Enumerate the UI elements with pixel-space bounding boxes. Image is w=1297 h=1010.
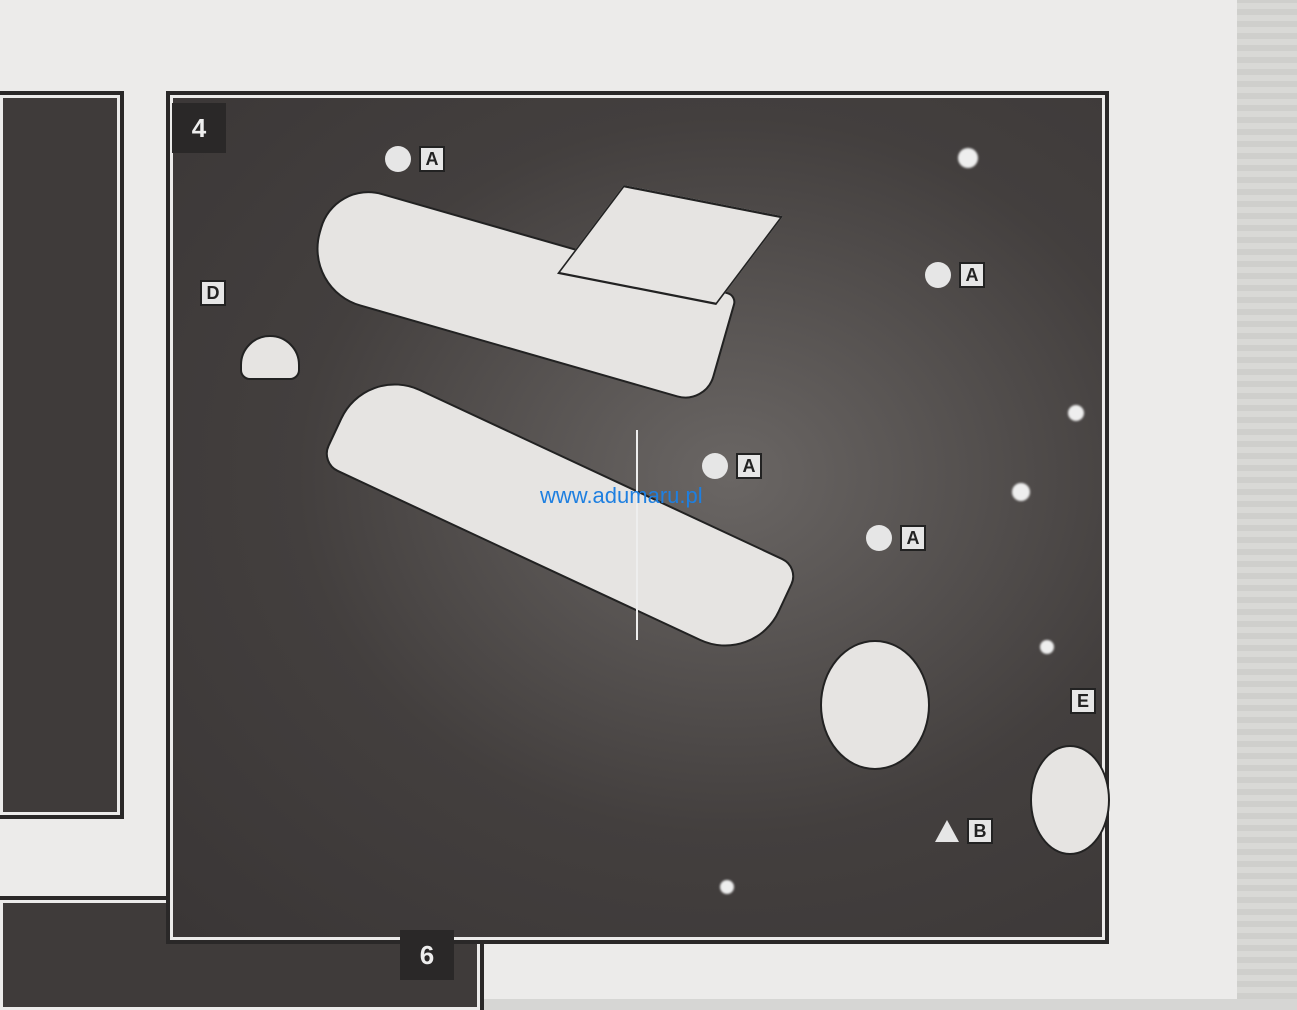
star xyxy=(958,148,978,168)
part-d-nosecone xyxy=(240,335,300,380)
paint-dot-icon xyxy=(385,146,411,172)
paint-dot-icon xyxy=(702,453,728,479)
background-wall xyxy=(1237,0,1297,999)
paint-dot-icon xyxy=(866,525,892,551)
star xyxy=(1040,640,1054,654)
label-a-middle: A xyxy=(702,453,762,479)
label-b: B xyxy=(935,818,993,844)
watermark: www.adumaru.pl xyxy=(540,483,703,508)
paint-triangle-icon xyxy=(935,820,959,842)
star xyxy=(1012,483,1030,501)
label-a-top: A xyxy=(385,146,445,172)
assembly-arrow xyxy=(636,430,638,640)
previous-step-panel xyxy=(0,91,124,819)
label-e: E xyxy=(1070,688,1096,714)
label-a-engine: A xyxy=(866,525,926,551)
paint-dot-icon xyxy=(925,262,951,288)
engine-part xyxy=(820,640,930,770)
star xyxy=(720,880,734,894)
part-e-dish xyxy=(1030,745,1110,855)
label-d: D xyxy=(200,280,226,306)
step-number-4: 4 xyxy=(172,103,226,153)
label-a-right: A xyxy=(925,262,985,288)
step-number-6: 6 xyxy=(400,930,454,980)
star xyxy=(1068,405,1084,421)
